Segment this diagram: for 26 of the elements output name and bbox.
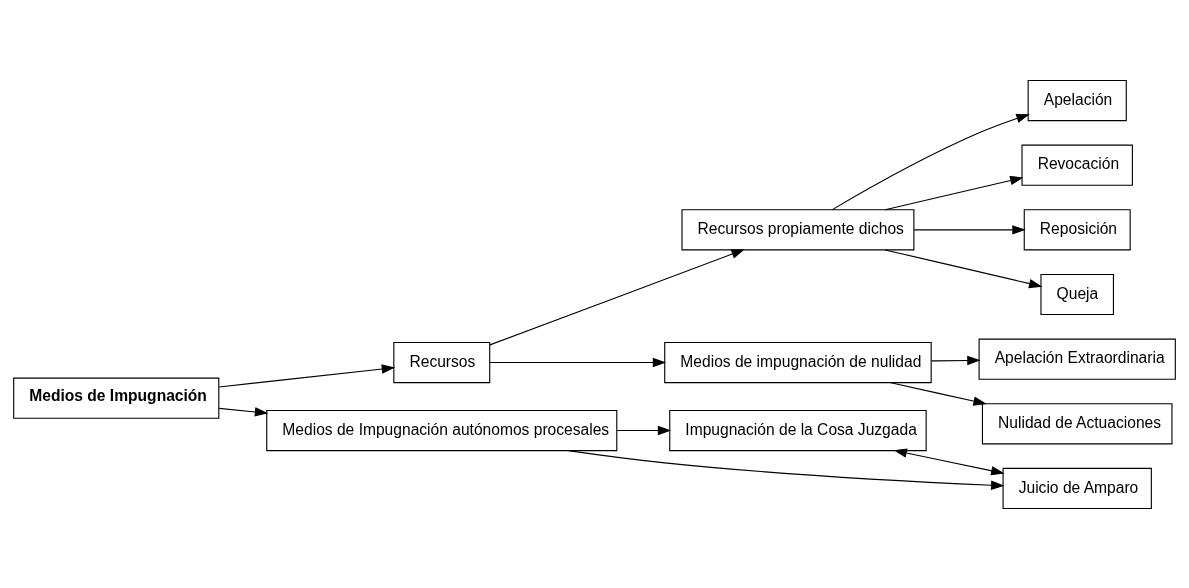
node-box: Revocación <box>1021 144 1133 186</box>
node-box: Impugnación de la Cosa Juzgada <box>669 409 927 451</box>
node-box: Juicio de Amparo <box>1002 467 1152 509</box>
arrow <box>913 224 1026 235</box>
arrow <box>218 406 269 417</box>
node-box: Medios de impugnación de nulidad <box>664 341 932 383</box>
node-box: Recursos <box>393 341 491 383</box>
arrow <box>884 248 1043 288</box>
node-box: Nulidad de Actuaciones <box>981 402 1173 444</box>
node-box: Medios de Impugnación autónomos procesales <box>266 409 618 451</box>
node-box: Apelación <box>1027 79 1127 121</box>
node-box: Apelación Extraordinaria <box>978 338 1176 380</box>
arrow <box>489 248 745 345</box>
arrow <box>889 381 987 406</box>
node-box: Recursos propiamente dichos <box>681 208 915 250</box>
arrow <box>893 447 1005 475</box>
arrow <box>884 175 1024 210</box>
arrow <box>831 113 1030 210</box>
node-box: Medios de Impugnación <box>13 377 220 419</box>
arrow <box>930 355 981 365</box>
node-box: Reposición <box>1023 208 1131 250</box>
arrow <box>489 357 667 367</box>
node-box: Queja <box>1040 273 1114 315</box>
arrow <box>616 425 672 435</box>
arrow <box>218 363 396 387</box>
arrow <box>567 449 1005 490</box>
